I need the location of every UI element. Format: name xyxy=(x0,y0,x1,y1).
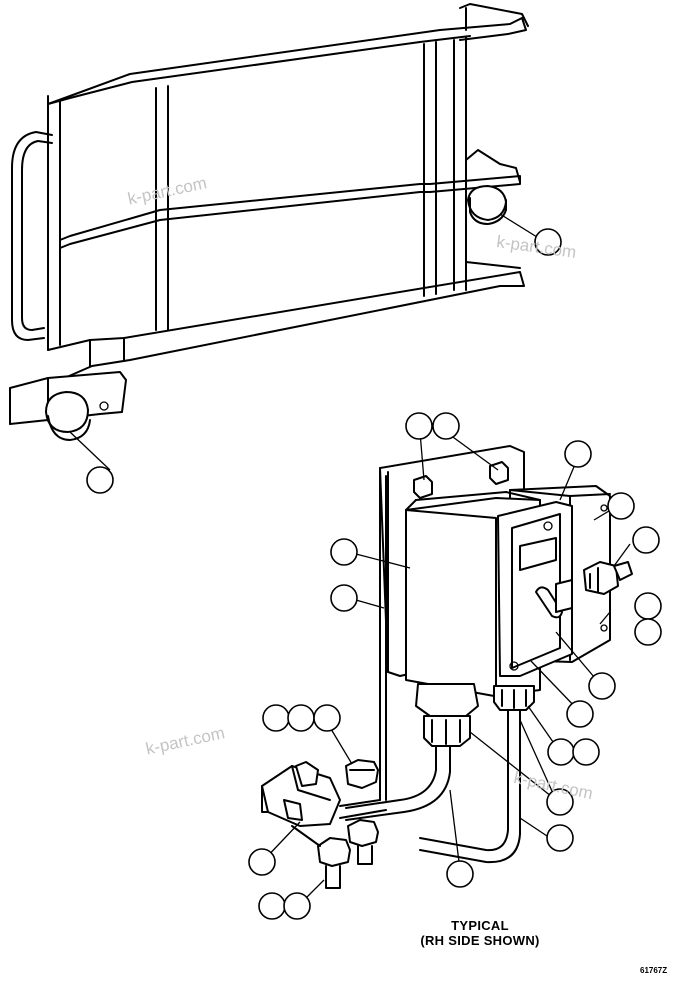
callout-balloon xyxy=(330,538,358,566)
callout-balloon xyxy=(86,466,114,494)
callout-balloon xyxy=(287,704,315,732)
callout-balloon xyxy=(547,738,575,766)
caption-line-2: (RH SIDE SHOWN) xyxy=(420,933,540,948)
callout-balloon xyxy=(566,700,594,728)
callout-balloon xyxy=(330,584,358,612)
control-box-assembly xyxy=(261,445,633,889)
callout-balloon xyxy=(634,618,662,646)
callout-balloon xyxy=(607,492,635,520)
callout-balloons xyxy=(86,228,662,920)
callout-balloon xyxy=(546,824,574,852)
callout-balloon xyxy=(572,738,600,766)
callout-balloon xyxy=(564,440,592,468)
callout-balloon xyxy=(632,526,660,554)
callout-balloon xyxy=(313,704,341,732)
callout-balloon xyxy=(283,892,311,920)
callout-balloon xyxy=(248,848,276,876)
leader-lines xyxy=(69,213,631,905)
callout-balloon xyxy=(534,228,562,256)
caption-line-1: TYPICAL xyxy=(451,918,509,933)
guard-rail-assembly xyxy=(9,3,529,441)
callout-balloon xyxy=(588,672,616,700)
callout-balloon xyxy=(446,860,474,888)
figure-number: 61767Z xyxy=(640,966,668,975)
callout-balloon xyxy=(405,412,433,440)
callout-balloon xyxy=(634,592,662,620)
callout-balloon xyxy=(262,704,290,732)
callout-balloon xyxy=(258,892,286,920)
callout-balloon xyxy=(432,412,460,440)
callout-balloon xyxy=(546,788,574,816)
